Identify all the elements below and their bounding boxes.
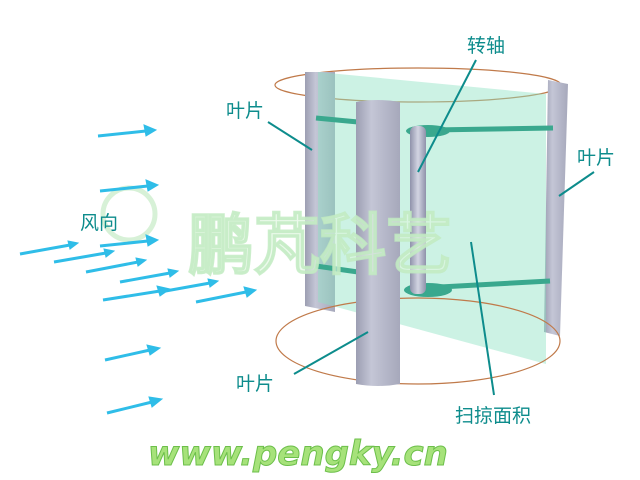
leader-lines: [267, 59, 595, 396]
label-blade-right: 叶片: [577, 147, 615, 169]
label-blade-top-left: 叶片: [226, 100, 264, 122]
rotor-shaft: [410, 126, 426, 294]
watermark-text: 鹏芃科艺: [188, 207, 452, 284]
label-swept-area: 扫掠面积: [455, 405, 531, 427]
label-shaft: 转轴: [467, 35, 505, 57]
blade-front: [356, 100, 400, 386]
watermark-url: www.pengky.cn: [148, 434, 448, 474]
wind-arrows: [19, 124, 258, 415]
blade-back-left: [305, 72, 335, 312]
support-arms: [315, 115, 554, 290]
blade-right: [544, 80, 568, 336]
label-wind-direction: 风向: [80, 212, 118, 234]
label-blade-bottom: 叶片: [236, 373, 274, 395]
bottom-rotation-ring: [275, 297, 561, 385]
